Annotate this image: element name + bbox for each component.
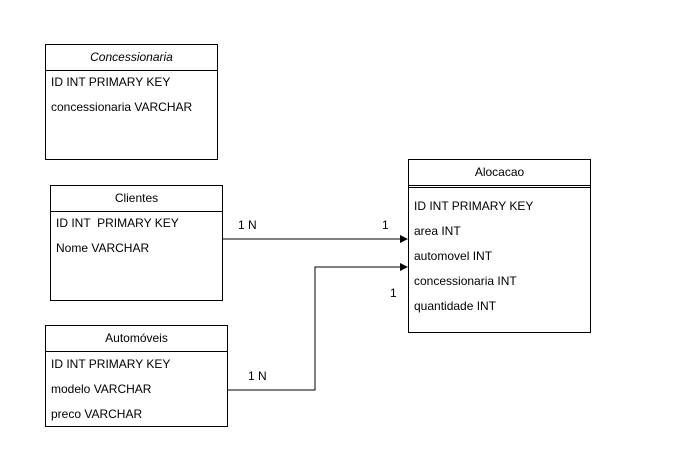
entity-field: preco VARCHAR [51, 407, 143, 421]
edge-automoveis-alocacao[interactable] [228, 263, 408, 391]
entity-field: concessionaria VARCHAR [51, 100, 193, 114]
cardinality-label-source: 1 N [238, 218, 257, 232]
entity-field: quantidade INT [414, 299, 497, 313]
entity-field: Nome VARCHAR [56, 241, 150, 255]
entity-automoveis[interactable]: Automóveis ID INT PRIMARY KEY modelo VAR… [45, 325, 228, 427]
entity-alocacao[interactable]: Alocacao ID INT PRIMARY KEY area INT aut… [408, 159, 591, 333]
entity-field: area INT [414, 224, 461, 238]
entity-field: ID INT PRIMARY KEY [51, 357, 171, 371]
entity-title: Concessionaria [46, 45, 217, 71]
cardinality-label-target: 1 [390, 286, 397, 300]
entity-field: concessionaria INT [414, 274, 517, 288]
entity-title: Alocacao [409, 160, 590, 188]
entity-title: Automóveis [46, 326, 227, 352]
cardinality-label-target: 1 [382, 218, 389, 232]
entity-concessionaria[interactable]: Concessionaria ID INT PRIMARY KEY conces… [45, 44, 218, 160]
entity-field: ID INT PRIMARY KEY [51, 75, 171, 89]
entity-title: Clientes [51, 186, 222, 212]
entity-field: ID INT PRIMARY KEY [414, 199, 534, 213]
entity-field: ID INT PRIMARY KEY [56, 216, 179, 230]
entity-field: modelo VARCHAR [51, 382, 152, 396]
entity-clientes[interactable]: Clientes ID INT PRIMARY KEY Nome VARCHAR [50, 185, 223, 301]
cardinality-label-source: 1 N [248, 369, 267, 383]
entity-field: automovel INT [414, 249, 493, 263]
